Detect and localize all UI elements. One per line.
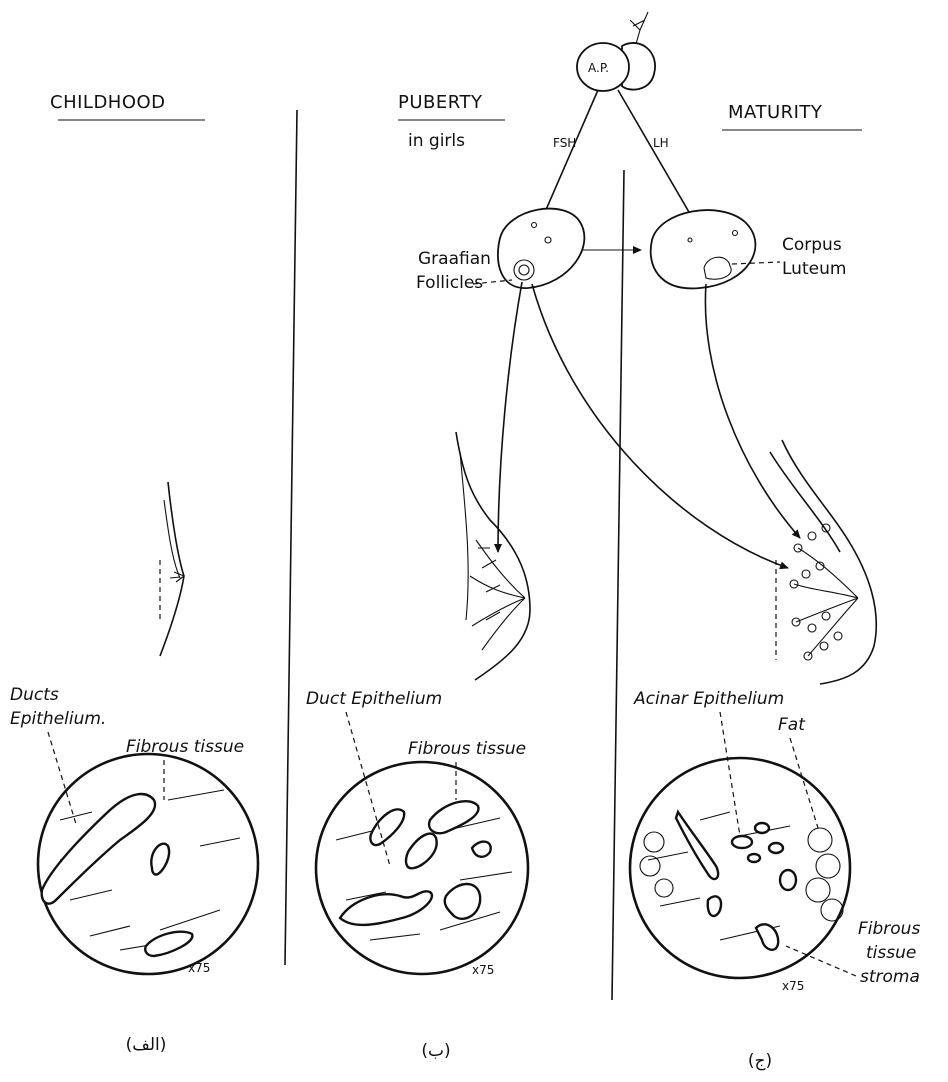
breast-profile-maturity [770,440,876,684]
childhood-duct-label-1: Ducts [10,685,59,705]
divider-left [285,110,297,965]
pituitary-gland [577,12,655,91]
ovary-maturity [651,210,756,288]
tissue-circle-puberty [316,762,528,974]
heading-puberty-sub: in girls [408,131,465,151]
breast-profile-childhood [160,482,184,656]
graafian-label-1: Graafian [418,249,491,269]
follicle-to-puberty-breast-arrow [498,282,522,552]
maturity-fibrous-label-1: Fibrous [858,919,920,939]
puberty-mag: x75 [472,963,494,977]
puberty-duct-label: Duct Epithelium [306,689,442,709]
heading-maturity: MATURITY [728,102,823,123]
corpus-label-2: Luteum [782,259,846,279]
tissue-circle-childhood [38,754,258,974]
heading-puberty: PUBERTY [398,92,483,113]
maturity-fibrous-label-2: tissue [866,943,916,963]
maturity-fat-label: Fat [778,715,806,735]
follicle-to-maturity-breast-arrow [532,284,788,568]
divider-right [612,170,624,1000]
corpus-label-1: Corpus [782,235,842,255]
childhood-mag: x75 [188,961,210,975]
panel-letter-b: (ب) [421,1041,450,1061]
tissue-circle-maturity [630,758,850,978]
ovary-puberty [498,209,584,289]
graafian-label-2: Follicles [416,273,483,293]
childhood-fibrous-label: Fibrous tissue [126,737,244,757]
panel-letter-c: (ج) [748,1051,772,1071]
breast-profile-puberty [456,432,530,680]
puberty-fibrous-label: Fibrous tissue [408,739,526,759]
panel-letter-a: (الف) [126,1035,167,1055]
heading-childhood: CHILDHOOD [50,92,166,113]
maturity-mag: x75 [782,979,804,993]
lh-label: LH [653,136,669,150]
pituitary-label: A.P. [588,61,609,75]
corpus-to-maturity-breast-arrow [705,284,800,538]
childhood-duct-label-2: Epithelium. [10,709,106,729]
maturity-acinar-label: Acinar Epithelium [633,689,784,709]
maturity-fibrous-label-3: stroma [860,967,920,987]
